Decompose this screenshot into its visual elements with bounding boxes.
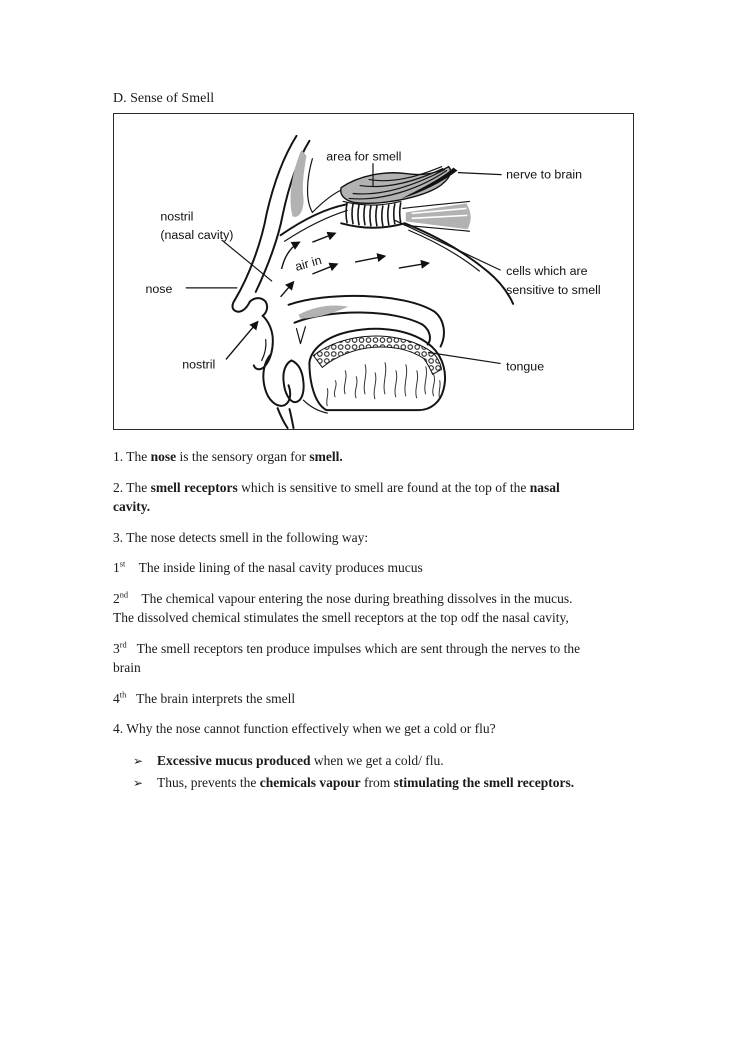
- answer-list: ➢ Excessive mucus produced when we get a …: [113, 750, 634, 794]
- step-4: 4th The brain interprets the smell: [113, 689, 634, 709]
- step-2: 2nd The chemical vapour entering the nos…: [113, 589, 634, 628]
- paragraph-1: 1. The nose is the sensory organ for sme…: [113, 447, 634, 467]
- step-3: 3rd The smell receptors ten produce impu…: [113, 639, 634, 678]
- page-content: D. Sense of Smell: [113, 89, 634, 794]
- text-run: is the sensory organ for: [176, 449, 310, 464]
- step-1: 1st The inside lining of the nasal cavit…: [113, 558, 634, 578]
- text-run: when we get a cold/ flu.: [310, 752, 444, 768]
- label-area-for-smell: area for smell: [326, 150, 401, 164]
- arrow-bullet-icon: ➢: [133, 775, 144, 790]
- paragraph-2: 2. The smell receptors which is sensitiv…: [113, 478, 634, 517]
- text-run: 4. Why the nose cannot function effectiv…: [113, 721, 496, 736]
- label-tongue: tongue: [506, 359, 544, 373]
- text-run: The brain interprets the smell: [126, 690, 296, 706]
- text-run: st: [119, 559, 126, 569]
- label-nostril: nostril: [182, 357, 215, 371]
- text-run: The inside lining of the nasal cavity pr…: [125, 560, 423, 575]
- nose-smell-diagram: area for smell nerve to brain nostril (n…: [113, 113, 634, 430]
- text-run: cavity.: [113, 499, 151, 514]
- page-title: D. Sense of Smell: [113, 91, 215, 106]
- text-run: 2. The: [113, 479, 151, 495]
- text-run: The smell receptors ten produce impulses…: [113, 640, 581, 676]
- nose-cross-section-illustration: area for smell nerve to brain nostril (n…: [145, 134, 601, 429]
- text-run: Excessive mucus produced: [157, 752, 311, 768]
- text-run: nasal: [529, 479, 560, 495]
- text-run: 3: [113, 640, 120, 656]
- label-nostril-nasal-cavity-line1: nostril: [160, 209, 193, 223]
- air-flow-arrows: [280, 231, 430, 298]
- label-nerve-to-brain: nerve to brain: [506, 168, 582, 182]
- list-item-text: Thus, prevents the chemicals vapour from…: [157, 775, 574, 790]
- label-cells-line2: sensitive to smell: [506, 283, 600, 297]
- text-run: smell.: [309, 449, 343, 464]
- text-run: The chemical vapour entering the nose du…: [113, 590, 573, 626]
- text-run: nd: [119, 590, 129, 599]
- text-run: from: [360, 774, 394, 790]
- list-item: ➢ Excessive mucus produced when we get a …: [133, 750, 634, 772]
- text-run: 1: [113, 560, 120, 575]
- arrow-bullet-icon: ➢: [133, 753, 144, 768]
- text-run: nose: [150, 449, 177, 464]
- text-run: which is sensitive to smell are found at…: [237, 479, 530, 495]
- paragraph-3: 3. The nose detects smell in the followi…: [113, 528, 634, 548]
- text-run: rd: [119, 640, 127, 649]
- label-cells-line1: cells which are: [506, 264, 587, 278]
- text-run: 2: [113, 590, 120, 606]
- list-item-text: Excessive mucus produced when we get a c…: [157, 753, 444, 768]
- list-item: ➢ Thus, prevents the chemicals vapour fro…: [133, 772, 634, 794]
- text-run: 1. The: [113, 449, 151, 464]
- text-run: chemicals vapour: [259, 774, 361, 790]
- label-nose: nose: [145, 282, 172, 296]
- text-run: stimulating the smell receptors.: [393, 774, 575, 790]
- text-run: Thus, prevents the: [157, 774, 260, 790]
- text-run: smell receptors: [150, 479, 238, 495]
- text-run: 3. The nose detects smell in the followi…: [113, 529, 369, 545]
- text-run: th: [119, 690, 127, 699]
- paragraph-4: 4. Why the nose cannot function effectiv…: [113, 719, 634, 739]
- label-nostril-nasal-cavity-line2: (nasal cavity): [160, 228, 233, 242]
- text-run: 4: [113, 690, 120, 706]
